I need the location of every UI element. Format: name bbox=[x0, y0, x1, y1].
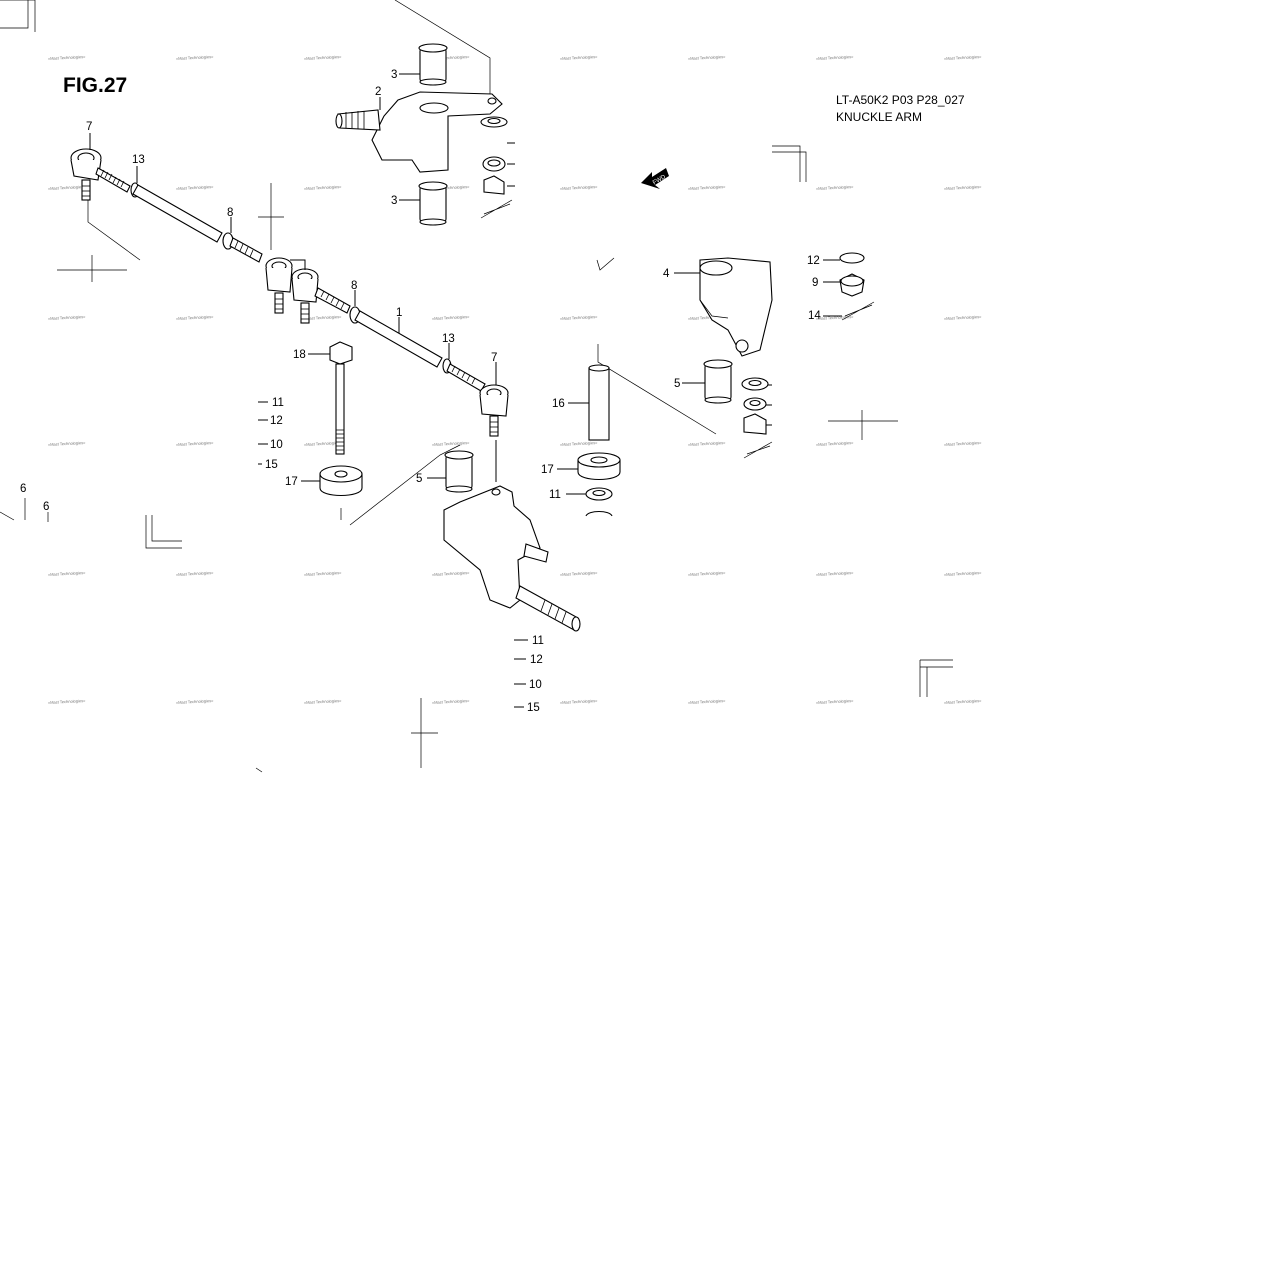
watermark-text: «Mast Technologies» bbox=[304, 314, 342, 321]
tie-rod-left bbox=[70, 133, 263, 263]
watermark-text: «Mast Technologies» bbox=[944, 184, 982, 191]
callout-3: 3 bbox=[391, 195, 397, 207]
watermark-text: «Mast Technologies» bbox=[944, 54, 982, 61]
watermark-text: «Mast Technologies» bbox=[944, 440, 982, 447]
callout-5: 5 bbox=[674, 378, 680, 390]
bolt-group bbox=[258, 341, 461, 526]
callout-2: 2 bbox=[375, 86, 381, 98]
watermark-text: «Mast Technologies» bbox=[944, 698, 982, 705]
watermark-text: «Mast Technologies» bbox=[304, 698, 342, 705]
watermark-text: «Mast Technologies» bbox=[48, 314, 86, 321]
callout-1: 1 bbox=[396, 307, 402, 319]
watermark-text: «Mast Technologies» bbox=[48, 698, 86, 705]
callout-16: 16 bbox=[552, 398, 565, 410]
callout-17: 17 bbox=[285, 476, 298, 488]
watermark-text: «Mast Technologies» bbox=[816, 698, 854, 705]
watermark-text: «Mast Technologies» bbox=[176, 54, 214, 61]
callout-15: 15 bbox=[527, 702, 540, 714]
watermark-text: «Mast Technologies» bbox=[304, 440, 342, 447]
watermark-text: «Mast Technologies» bbox=[944, 570, 982, 577]
watermark-text: «Mast Technologies» bbox=[560, 570, 598, 577]
knuckle-arm-upper bbox=[335, 0, 515, 226]
knuckle-arm-lower bbox=[0, 450, 581, 773]
figure-title: KNUCKLE ARM bbox=[836, 110, 922, 124]
callout-5: 5 bbox=[416, 473, 422, 485]
watermark-text: «Mast Technologies» bbox=[176, 184, 214, 191]
watermark-text: «Mast Technologies» bbox=[816, 314, 854, 321]
watermark-text: «Mast Technologies» bbox=[688, 184, 726, 191]
tie-rod-right bbox=[265, 257, 509, 482]
watermark-text: «Mast Technologies» bbox=[48, 54, 86, 61]
watermark-text: «Mast Technologies» bbox=[816, 440, 854, 447]
callout-12: 12 bbox=[270, 415, 283, 427]
callout-8: 8 bbox=[351, 280, 357, 292]
figure-number: FIG.27 bbox=[63, 74, 127, 97]
fwd-arrow-icon: FWD bbox=[641, 168, 669, 189]
callout-3: 3 bbox=[391, 69, 397, 81]
watermark-text: «Mast Technologies» bbox=[176, 314, 214, 321]
watermark-text: «Mast Technologies» bbox=[432, 314, 470, 321]
watermark-text: «Mast Technologies» bbox=[560, 440, 598, 447]
watermark-text: «Mast Technologies» bbox=[560, 698, 598, 705]
callout-7: 7 bbox=[86, 121, 92, 133]
watermark-text: «Mast Technologies» bbox=[304, 54, 342, 61]
watermark-text: «Mast Technologies» bbox=[688, 314, 726, 321]
callout-4: 4 bbox=[663, 268, 670, 280]
callout-7: 7 bbox=[491, 352, 497, 364]
callout-6: 6 bbox=[20, 483, 26, 495]
watermark-text: «Mast Technologies» bbox=[432, 570, 470, 577]
watermark-text: «Mast Technologies» bbox=[688, 440, 726, 447]
callout-17: 17 bbox=[541, 464, 554, 476]
pivot-shaft-group bbox=[557, 364, 621, 517]
watermark-text: «Mast Technologies» bbox=[48, 184, 86, 191]
callout-12: 12 bbox=[530, 654, 543, 666]
watermark-text: «Mast Technologies» bbox=[688, 698, 726, 705]
callout-15: 15 bbox=[265, 459, 278, 471]
callout-13: 13 bbox=[442, 333, 455, 345]
callout-11: 11 bbox=[532, 635, 544, 647]
watermark-text: «Mast Technologies» bbox=[688, 54, 726, 61]
callout-labels: 7 13 8 3 2 3 8 1 13 7 18 11 12 10 15 17 … bbox=[20, 69, 821, 714]
watermark-text: «Mast Technologies» bbox=[304, 184, 342, 191]
callout-11: 11 bbox=[272, 397, 284, 409]
watermark-text: «Mast Technologies» bbox=[944, 314, 982, 321]
callout-9: 9 bbox=[812, 277, 818, 289]
knuckle-arm-right bbox=[597, 252, 875, 459]
watermark-grid: «Mast Technologies» «Mast Technologies» «M… bbox=[48, 54, 982, 705]
callout-6: 6 bbox=[43, 501, 49, 513]
watermark-text: «Mast Technologies» bbox=[48, 570, 86, 577]
callout-10: 10 bbox=[529, 679, 542, 691]
watermark-text: «Mast Technologies» bbox=[48, 440, 86, 447]
callout-10: 10 bbox=[270, 439, 283, 451]
callout-11: 11 bbox=[549, 489, 561, 501]
crop-marks bbox=[0, 0, 953, 768]
watermark-text: «Mast Technologies» bbox=[560, 314, 598, 321]
watermark-text: «Mast Technologies» bbox=[432, 440, 470, 447]
watermark-text: «Mast Technologies» bbox=[176, 698, 214, 705]
watermark-text: «Mast Technologies» bbox=[432, 54, 470, 61]
watermark-text: «Mast Technologies» bbox=[176, 440, 214, 447]
watermark-text: «Mast Technologies» bbox=[304, 570, 342, 577]
watermark-text: «Mast Technologies» bbox=[816, 570, 854, 577]
figure-code: LT-A50K2 P03 P28_027 bbox=[836, 93, 965, 107]
callout-8: 8 bbox=[227, 207, 233, 219]
callout-18: 18 bbox=[293, 349, 306, 361]
watermark-text: «Mast Technologies» bbox=[816, 54, 854, 61]
callout-13: 13 bbox=[132, 154, 145, 166]
watermark-text: «Mast Technologies» bbox=[688, 570, 726, 577]
watermark-text: «Mast Technologies» bbox=[176, 570, 214, 577]
callout-12: 12 bbox=[807, 255, 820, 267]
watermark-text: «Mast Technologies» bbox=[560, 54, 598, 61]
watermark-text: «Mast Technologies» bbox=[816, 184, 854, 191]
watermark-text: «Mast Technologies» bbox=[560, 184, 598, 191]
watermark-text: «Mast Technologies» bbox=[432, 184, 470, 191]
watermark-text: «Mast Technologies» bbox=[432, 698, 470, 705]
callout-14: 14 bbox=[808, 310, 821, 322]
